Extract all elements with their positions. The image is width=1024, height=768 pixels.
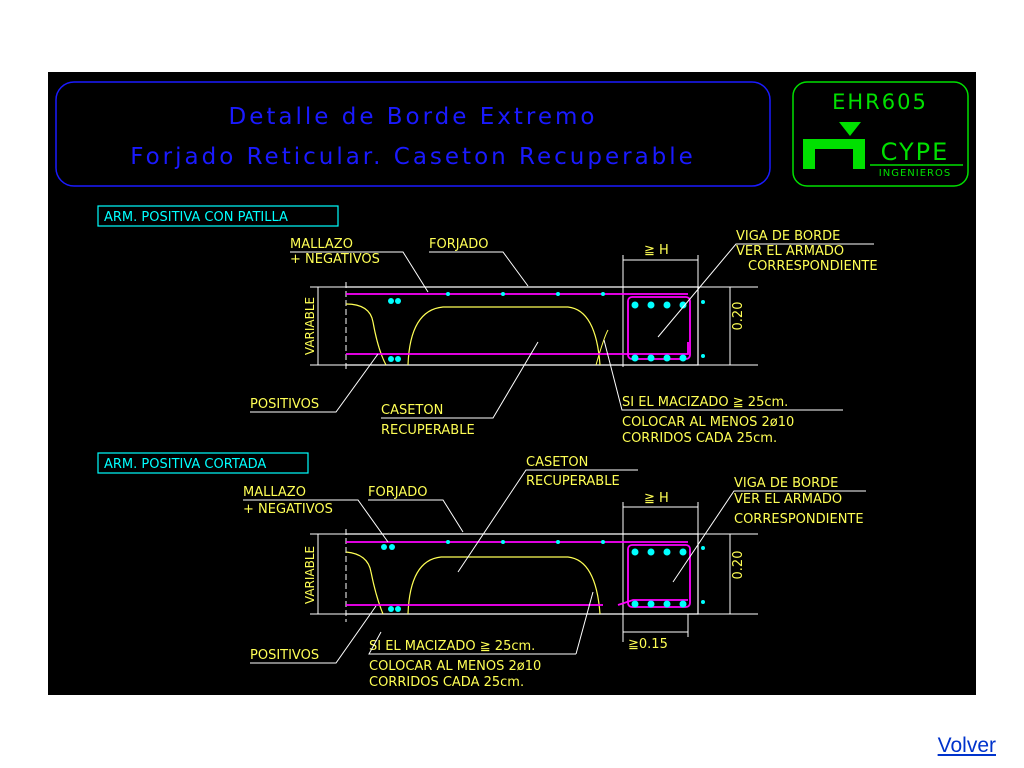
detail-1-bars — [388, 292, 705, 362]
title-line-1: Detalle de Borde Extremo — [229, 104, 598, 130]
logo-brand: CYPE — [881, 138, 950, 166]
detail-1-forjado: FORJADO — [429, 237, 488, 252]
cad-canvas: Detalle de Borde Extremo Forjado Reticul… — [55, 81, 969, 690]
detail-2-bars — [381, 540, 705, 612]
detail-1-caseton — [407, 306, 601, 366]
detail-2-rib-left — [345, 551, 384, 615]
detail-2-negativos: + NEGATIVOS — [243, 502, 333, 517]
detail-2-slab-outline — [346, 533, 699, 615]
title-line-2: Forjado Reticular. Caseton Recuperable — [130, 144, 696, 170]
detail-1-note-leader — [603, 339, 843, 411]
detail-1-rib-right — [595, 329, 609, 366]
detail-1-mallazo: MALLAZO — [290, 237, 353, 252]
detail-1-negativos: + NEGATIVOS — [290, 252, 380, 267]
detail-2-height-dim: 0.20 — [731, 551, 746, 580]
detail-2-corresp: CORRESPONDIENTE — [734, 512, 864, 527]
detail-2-heading: ARM. POSITIVA CORTADA — [104, 457, 266, 472]
detail-2-mallazo-leader — [243, 499, 389, 543]
detail-1-caseton-leader — [381, 341, 539, 419]
detail-2-note-2: COLOCAR AL MENOS 2ø10 — [369, 659, 541, 674]
detail-2-cut-bar — [617, 599, 688, 606]
title-frame — [55, 81, 771, 187]
detail-2-viga: VIGA DE BORDE — [734, 476, 838, 491]
detail-2-caseton-leader — [457, 469, 638, 573]
detail-2-note-1: SI EL MACIZADO ≧ 25cm. — [369, 639, 535, 654]
logo-triangle — [839, 122, 861, 136]
detail-2-positivos: POSITIVOS — [250, 648, 319, 663]
detail-2-forjado-leader — [368, 499, 464, 533]
detail-1-viga: VIGA DE BORDE — [736, 229, 840, 244]
detail-2-variable-label: VARIABLE — [303, 546, 317, 604]
detail-2-ver: VER EL ARMADO — [734, 492, 842, 507]
detail-2-mallazo: MALLAZO — [243, 485, 306, 500]
detail-2-note-3: CORRIDOS CADA 25cm. — [369, 675, 524, 690]
detail-1-ver: VER EL ARMADO — [736, 244, 844, 259]
detail-2-min-dim: ≧0.15 — [628, 637, 668, 652]
volver-link[interactable]: Volver — [937, 734, 996, 757]
detail-1-positivos: POSITIVOS — [250, 397, 319, 412]
detail-1-mallazo-leader — [290, 251, 429, 293]
detail-2: ARM. POSITIVA CORTADA VARIA — [97, 452, 866, 690]
detail-2-caseton: CASETON — [526, 455, 588, 470]
detail-2-stirrup — [627, 544, 691, 608]
logo-code: EHR605 — [832, 90, 928, 114]
logo-leg-left — [803, 139, 815, 169]
detail-1-note-2: COLOCAR AL MENOS 2ø10 — [622, 415, 794, 430]
logo-bar — [803, 139, 865, 149]
detail-2-forjado: FORJADO — [368, 485, 427, 500]
detail-1-bottom-bar-hook — [346, 342, 689, 355]
detail-1-heading: ARM. POSITIVA CON PATILLA — [104, 210, 288, 225]
logo-leg-right — [853, 139, 865, 169]
detail-1-slab-outline — [346, 286, 699, 366]
detail-2-note-leader-2 — [575, 591, 594, 655]
detail-1: ARM. POSITIVA CON PATILLA — [97, 205, 878, 446]
detail-1-note-1: SI EL MACIZADO ≧ 25cm. — [622, 395, 788, 410]
detail-1-positivos-leader — [250, 353, 379, 413]
detail-1-note-3: CORRIDOS CADA 25cm. — [622, 431, 777, 446]
detail-1-rib-left — [345, 303, 387, 366]
cad-drawing: Detalle de Borde Extremo Forjado Reticul… — [48, 72, 976, 695]
cype-logo: EHR605 CYPE INGENIEROS — [792, 81, 969, 187]
detail-1-height-dim: 0.20 — [731, 302, 746, 331]
detail-1-ge-h: ≧ H — [644, 243, 669, 258]
detail-2-dimensions — [310, 502, 758, 637]
title-block: Detalle de Borde Extremo Forjado Reticul… — [55, 81, 771, 187]
detail-1-caseton: CASETON — [381, 403, 443, 418]
detail-2-note-leader — [368, 631, 576, 655]
detail-2-caseton — [407, 556, 601, 615]
detail-1-corresp: CORRESPONDIENTE — [748, 259, 878, 274]
detail-1-viga-leader — [657, 243, 874, 338]
detail-2-recuperable: RECUPERABLE — [526, 474, 620, 489]
logo-sub: INGENIEROS — [879, 168, 951, 179]
detail-1-variable-label: VARIABLE — [303, 297, 317, 355]
detail-1-heading-box — [97, 205, 339, 227]
detail-2-positivos-leader — [250, 605, 377, 664]
detail-1-recuperable: RECUPERABLE — [381, 423, 475, 438]
detail-2-viga-leader — [672, 490, 866, 583]
detail-1-stirrup — [627, 296, 691, 360]
detail-1-forjado-leader — [429, 251, 529, 287]
detail-2-heading-box — [97, 452, 309, 474]
logo-frame — [792, 81, 969, 187]
detail-2-ge-h: ≧ H — [644, 491, 669, 506]
detail-1-dimensions — [310, 255, 758, 366]
